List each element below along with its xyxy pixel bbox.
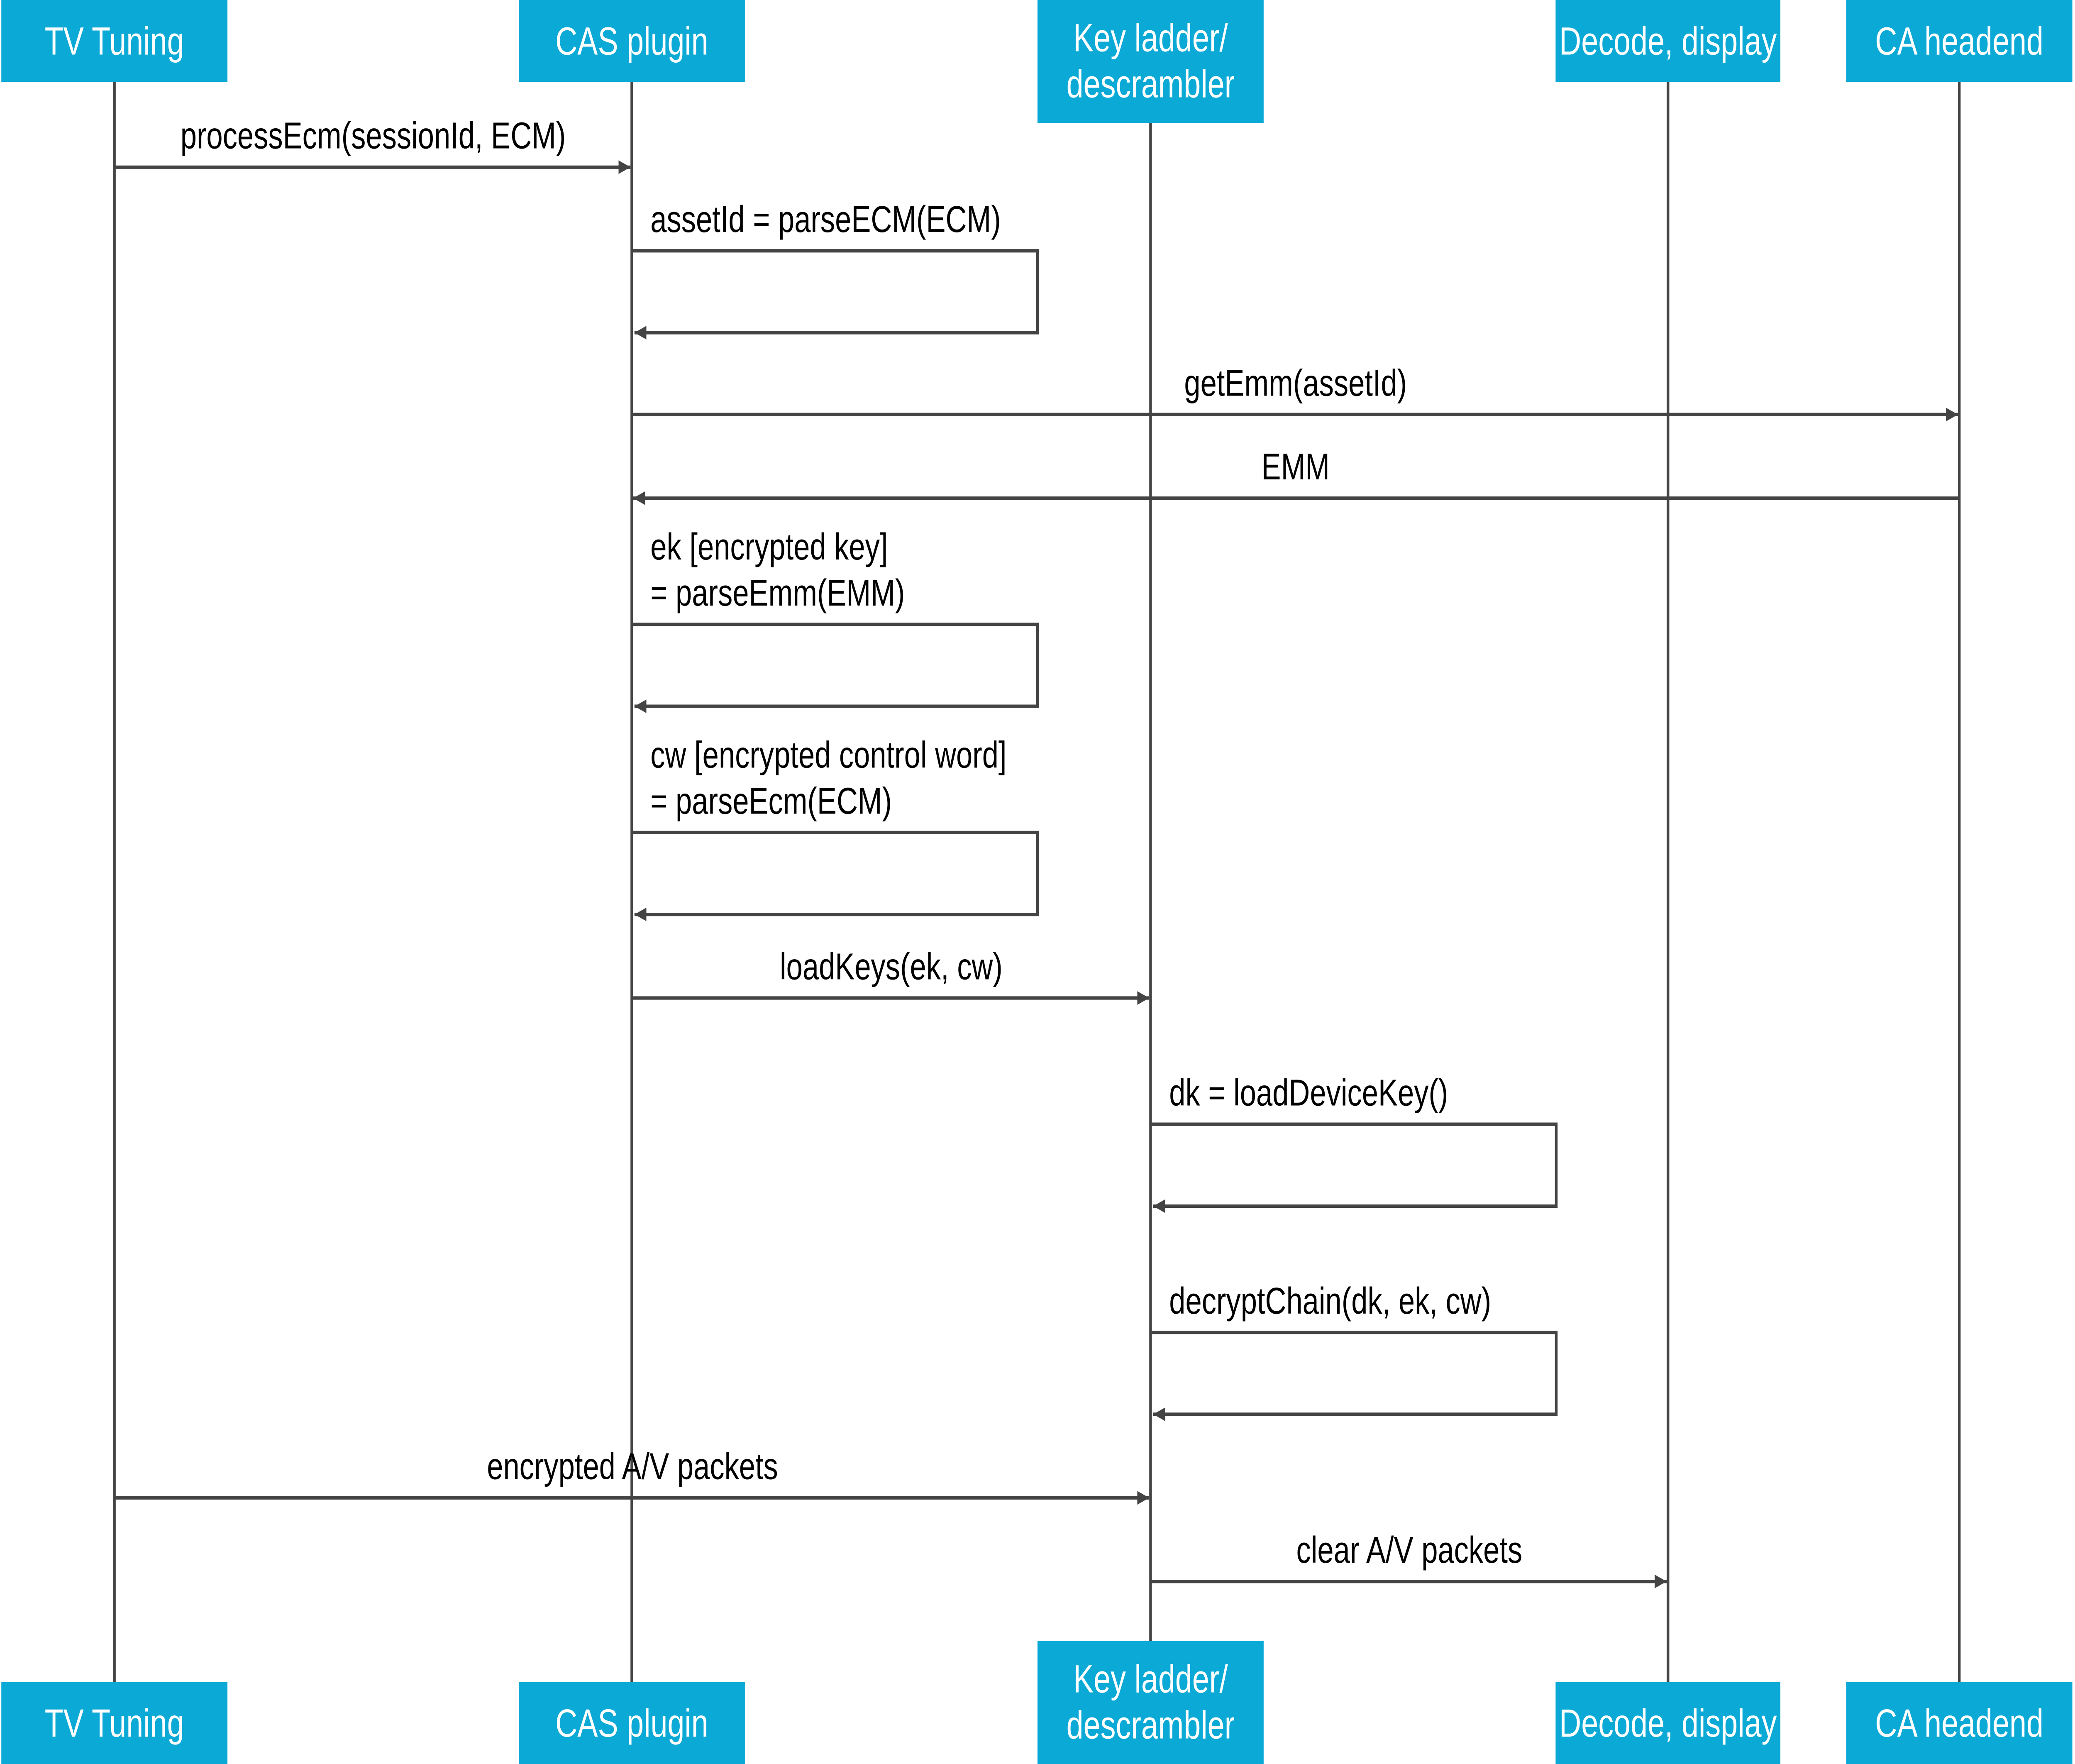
participant-bottom-decode-display: Decode, display: [1555, 1682, 1781, 1764]
message-5: ek [encrypted key]= parseEmm(EMM): [633, 526, 1039, 713]
participant-label: descrambler: [1067, 61, 1235, 105]
participant-box: [1, 1682, 228, 1764]
participant-top-tv-tuning: TV Tuning: [1, 0, 228, 82]
message-label: assetId = parseECM(ECM): [650, 199, 1001, 240]
message-8: dk = loadDeviceKey(): [1152, 1072, 1558, 1213]
participant-box: [519, 0, 745, 82]
participant-bottom-tv-tuning: TV Tuning: [1, 1682, 228, 1764]
message-label: ek [encrypted key]: [650, 526, 888, 568]
message-1: processEcm(sessionId, ECM): [114, 115, 631, 174]
message-label: processEcm(sessionId, ECM): [181, 115, 566, 156]
message-3: getEmm(assetId): [632, 362, 1958, 422]
self-call-arrow: [1152, 1330, 1558, 1421]
message-label: EMM: [1262, 446, 1330, 488]
message-7: loadKeys(ek, cw): [632, 946, 1150, 1005]
message-label: = parseEcm(ECM): [650, 780, 892, 822]
self-call-arrow: [1152, 1122, 1558, 1213]
message-label: = parseEmm(EMM): [650, 572, 905, 614]
participant-label: TV Tuning: [45, 1701, 184, 1745]
message-label: encrypted A/V packets: [487, 1446, 778, 1487]
participant-top-cas-plugin: CAS plugin: [519, 0, 745, 82]
self-call-arrow: [633, 623, 1039, 713]
participant-label: descrambler: [1067, 1703, 1235, 1747]
participant-box: [1846, 0, 2073, 82]
participant-bottom-key-ladder-descrambler: Key ladder/descrambler: [1038, 1641, 1264, 1764]
message-label: loadKeys(ek, cw): [780, 946, 1003, 987]
participant-box: [1846, 1682, 2073, 1764]
participant-box: [1555, 0, 1781, 82]
participant-label: Key ladder/: [1073, 1656, 1228, 1700]
message-label: getEmm(assetId): [1184, 362, 1407, 404]
message-10: encrypted A/V packets: [114, 1446, 1150, 1505]
message-6: cw [encrypted control word]= parseEcm(EC…: [633, 734, 1039, 921]
participant-top-key-ladder-descrambler: Key ladder/descrambler: [1038, 0, 1264, 123]
self-call-arrow: [633, 249, 1039, 340]
participant-label: CAS plugin: [555, 19, 708, 63]
message-11: clear A/V packets: [1150, 1529, 1667, 1588]
participant-box: [1, 0, 228, 82]
participant-label: CA headend: [1875, 19, 2043, 63]
participant-bottom-cas-plugin: CAS plugin: [519, 1682, 745, 1764]
participant-label: Decode, display: [1559, 19, 1777, 63]
participant-label: Decode, display: [1559, 1701, 1777, 1745]
participant-label: TV Tuning: [45, 19, 184, 63]
message-4: EMM: [633, 446, 1960, 505]
participant-top-ca-headend: CA headend: [1846, 0, 2073, 82]
participant-top-decode-display: Decode, display: [1555, 0, 1781, 82]
participant-box: [519, 1682, 745, 1764]
participant-box: [1555, 1682, 1781, 1764]
message-label: cw [encrypted control word]: [650, 734, 1006, 776]
message-9: decryptChain(dk, ek, cw): [1152, 1280, 1558, 1421]
participant-label: Key ladder/: [1073, 15, 1228, 59]
participant-bottom-ca-headend: CA headend: [1846, 1682, 2073, 1764]
participant-box: [1038, 0, 1264, 123]
message-2: assetId = parseECM(ECM): [633, 199, 1039, 340]
participant-label: CA headend: [1875, 1701, 2043, 1745]
message-label: dk = loadDeviceKey(): [1169, 1072, 1448, 1114]
self-call-arrow: [633, 831, 1039, 921]
participant-box: [1038, 1641, 1264, 1764]
message-label: clear A/V packets: [1296, 1529, 1522, 1571]
participant-label: CAS plugin: [555, 1701, 708, 1745]
message-label: decryptChain(dk, ek, cw): [1169, 1280, 1491, 1322]
